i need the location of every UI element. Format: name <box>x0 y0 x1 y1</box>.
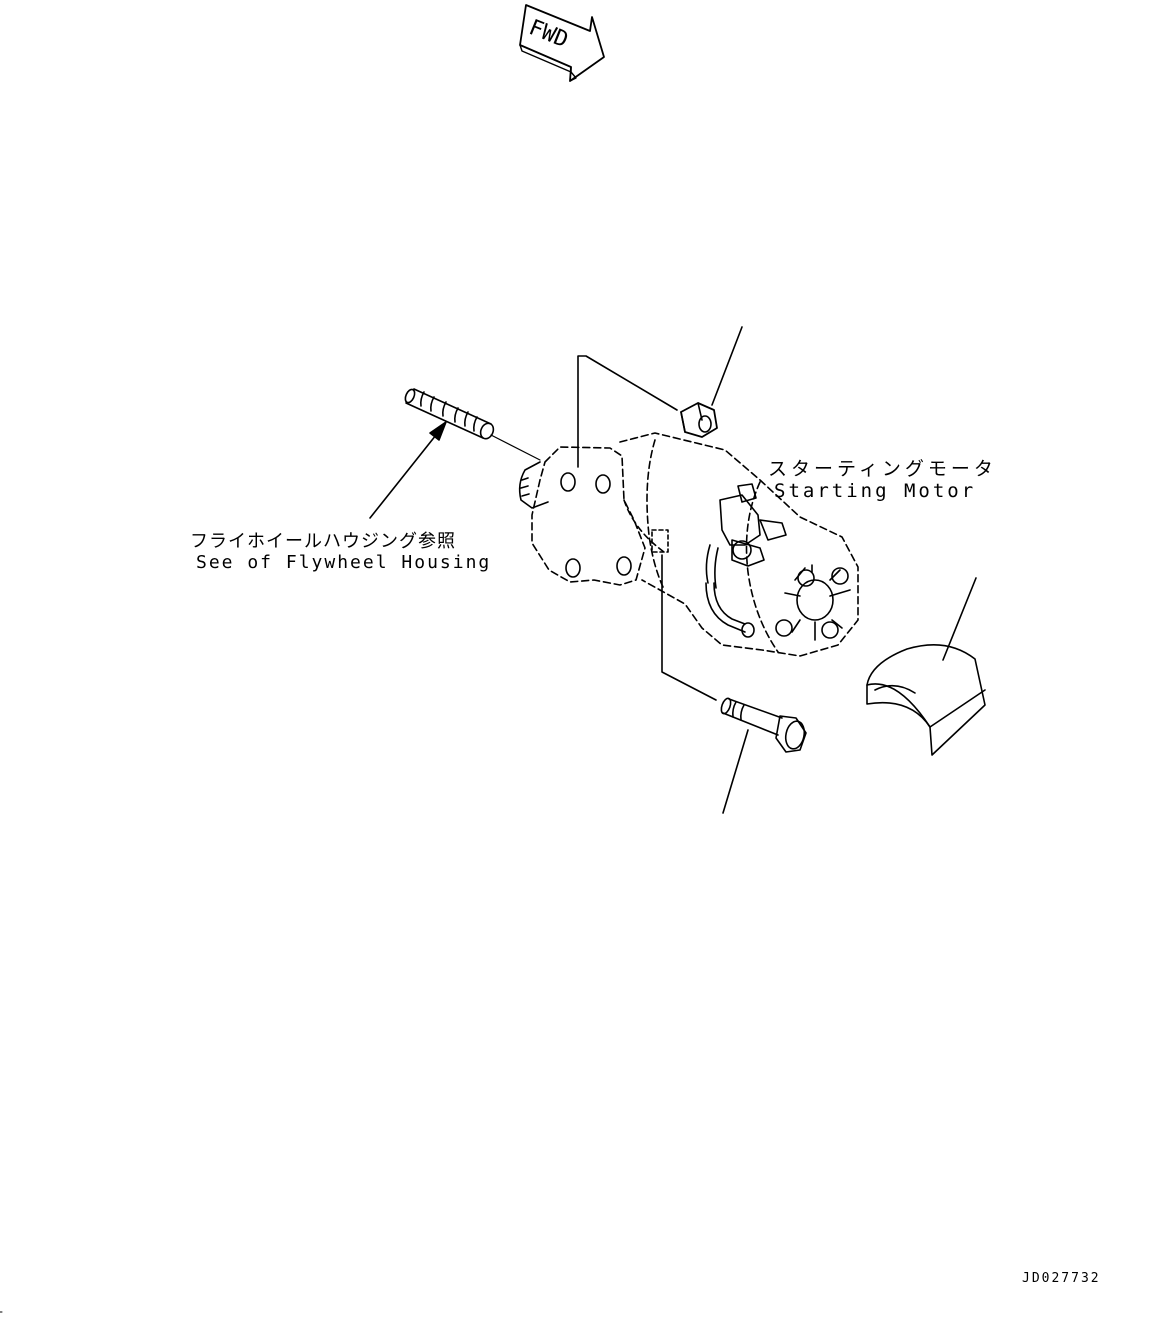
nut-leader <box>711 326 743 406</box>
starting-motor-label-jp: スターティングモータ <box>768 458 997 480</box>
nut-bracket <box>577 355 678 468</box>
flywheel-ref-label-jp: フライホイールハウジング参照 <box>190 531 456 552</box>
starting-motor-label-en: Starting Motor <box>774 480 977 502</box>
flywheel-arrow <box>369 421 447 519</box>
starting-motor <box>518 432 859 657</box>
cover-leader <box>942 577 977 661</box>
nut <box>680 402 718 438</box>
fwd-arrow-icon: FWD <box>519 4 605 82</box>
drawing-number: JD027732 <box>1022 1271 1101 1286</box>
flywheel-ref-label-en: See of Flywheel Housing <box>196 552 492 573</box>
bolt-leader <box>722 729 749 814</box>
motor-cover <box>866 643 986 756</box>
stud-pin <box>404 388 541 461</box>
bolt <box>720 697 807 753</box>
bolt-bracket <box>661 554 717 701</box>
